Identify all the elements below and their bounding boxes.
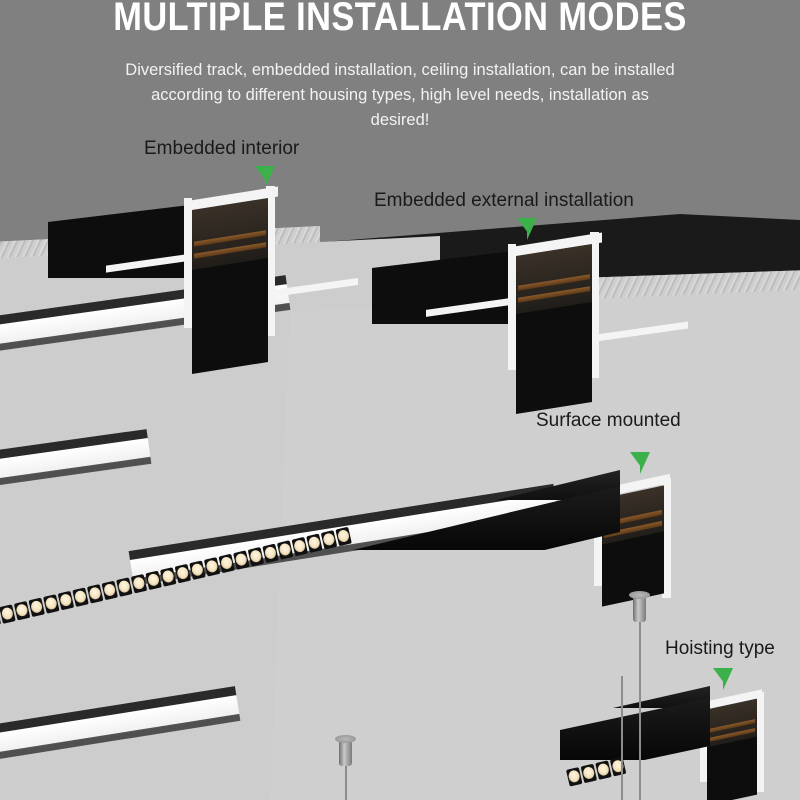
led-cell <box>13 600 31 621</box>
led-cell <box>0 604 16 624</box>
track-wall-right <box>662 478 671 598</box>
track-wall-left <box>594 490 602 586</box>
track-wall-right <box>266 186 275 336</box>
track-drop-body <box>192 257 268 375</box>
suspension-cable-3 <box>621 676 623 800</box>
led-cell <box>116 577 133 597</box>
led-cell <box>28 597 45 618</box>
led-cell <box>306 533 323 553</box>
fixture-housing <box>0 470 640 670</box>
led-cell <box>595 760 612 780</box>
callout-label-hoisting-type: Hoisting type <box>665 638 775 659</box>
led-cell <box>57 590 75 611</box>
led-cell <box>320 530 338 550</box>
cable-gripper-2 <box>335 735 356 766</box>
led-cell <box>218 553 235 574</box>
led-cell <box>86 584 104 604</box>
track-profile-surface <box>586 473 706 626</box>
led-cell <box>566 767 583 787</box>
led-cell <box>276 540 294 560</box>
led-cell <box>174 563 192 584</box>
callout-label-surface-mounted: Surface mounted <box>536 410 681 431</box>
page-title: MULTIPLE INSTALLATION MODES <box>113 0 687 39</box>
track-drop-body <box>516 301 592 415</box>
track-profile-embedded-external <box>372 224 688 415</box>
track-wall-right <box>756 692 764 792</box>
housing-top-face <box>0 470 620 500</box>
callout-label-embedded-interior: Embedded interior <box>144 138 300 159</box>
led-cell <box>262 543 279 564</box>
led-cell <box>247 546 265 567</box>
led-cell <box>130 573 148 594</box>
led-cell <box>160 567 177 587</box>
led-cell <box>72 587 89 607</box>
track-wall-left <box>184 198 192 328</box>
cable-gripper-1 <box>629 591 650 622</box>
led-cell <box>189 560 206 580</box>
hoisting-housing <box>560 686 750 800</box>
track-wall-right <box>590 232 599 378</box>
led-cell <box>101 580 119 601</box>
callout-label-embedded-external: Embedded external installation <box>374 190 634 211</box>
suspension-cable-1 <box>639 612 641 800</box>
led-cell <box>580 763 598 784</box>
led-cell <box>43 594 60 614</box>
led-cell <box>145 570 162 591</box>
track-profile-embedded-interior <box>48 178 358 375</box>
suspension-cable-2 <box>345 752 347 800</box>
led-cell <box>291 536 309 557</box>
led-cell <box>203 557 221 577</box>
track-wall-left <box>508 244 516 370</box>
led-cell <box>233 550 250 570</box>
page-subtitle: Diversified track, embedded installation… <box>125 61 675 129</box>
